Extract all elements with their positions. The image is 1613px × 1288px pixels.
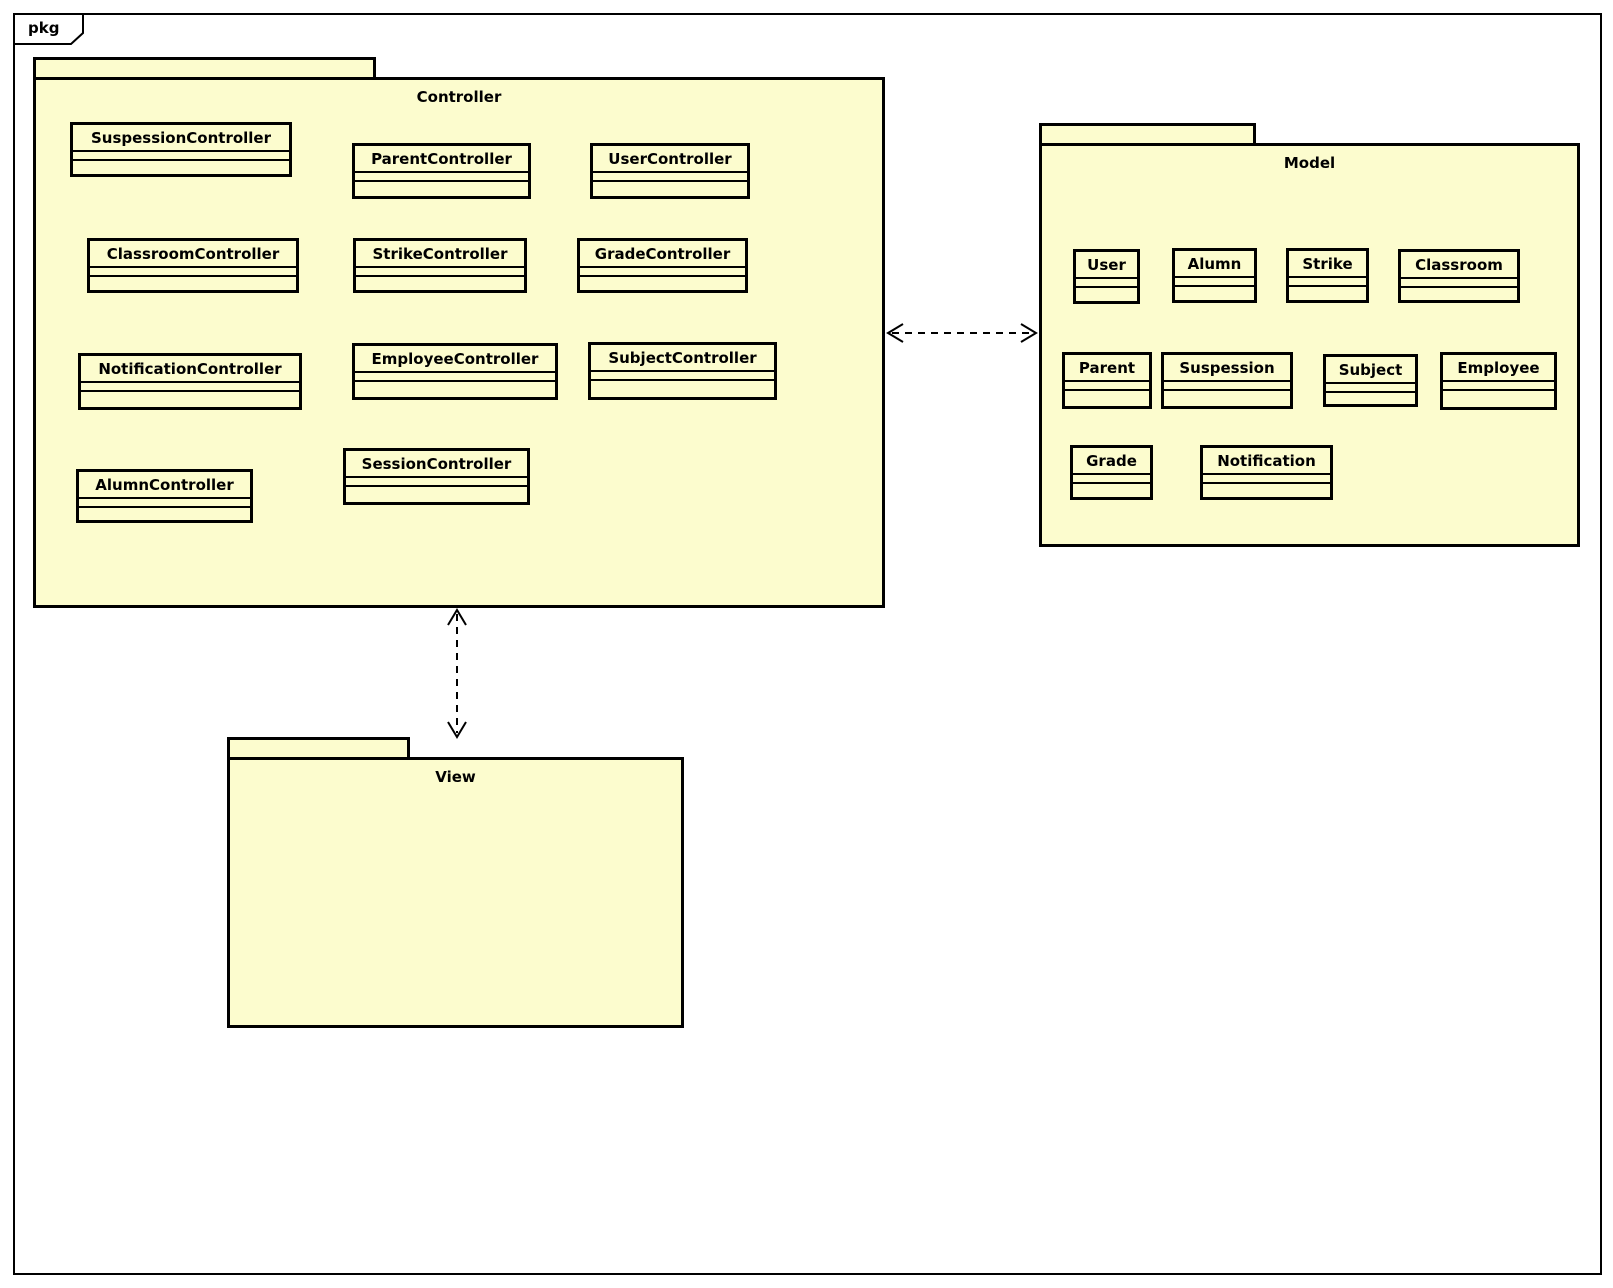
attributes-compartment (1175, 278, 1254, 287)
attributes-compartment (1326, 384, 1415, 393)
class-suspession-controller: SuspessionController (70, 122, 292, 177)
methods-compartment (1065, 391, 1149, 406)
frame-label-tab: pkg (13, 13, 85, 46)
class-alumn-controller: AlumnController (76, 469, 253, 523)
controller-package-title: Controller (416, 88, 502, 106)
class-name: SubjectController (591, 345, 774, 372)
class-parent-controller: ParentController (352, 143, 531, 199)
class-alumn: Alumn (1172, 248, 1257, 303)
methods-compartment (591, 381, 774, 397)
model-package-tab (1039, 123, 1256, 143)
attributes-compartment (73, 152, 289, 161)
methods-compartment (73, 161, 289, 174)
attributes-compartment (346, 478, 527, 487)
class-name: AlumnController (79, 472, 250, 499)
view-package: View (227, 757, 684, 1028)
class-name: StrikeController (356, 241, 524, 268)
class-notification-controller: NotificationController (78, 353, 302, 410)
attributes-compartment (1073, 475, 1150, 484)
attributes-compartment (355, 373, 555, 382)
view-package-tab (227, 737, 410, 757)
methods-compartment (346, 487, 527, 502)
attributes-compartment (1065, 382, 1149, 391)
class-parent: Parent (1062, 352, 1152, 409)
class-name: Strike (1289, 251, 1366, 278)
attributes-compartment (1164, 382, 1290, 391)
class-name: ClassroomController (90, 241, 296, 268)
frame-label-pentagon-icon (13, 13, 84, 45)
class-name: User (1076, 252, 1137, 279)
attributes-compartment (355, 173, 528, 182)
class-notification: Notification (1200, 445, 1333, 500)
class-name: Alumn (1175, 251, 1254, 278)
attributes-compartment (356, 268, 524, 277)
class-name: Notification (1203, 448, 1330, 475)
class-name: SuspessionController (73, 125, 289, 152)
class-classroom: Classroom (1398, 249, 1520, 303)
attributes-compartment (591, 372, 774, 381)
controller-package-tab (33, 57, 376, 77)
class-user: User (1073, 249, 1140, 304)
attributes-compartment (1289, 278, 1366, 287)
frame-label-text: pkg (28, 19, 60, 37)
class-name: UserController (593, 146, 747, 173)
class-subject: Subject (1323, 354, 1418, 407)
methods-compartment (1289, 287, 1366, 300)
attributes-compartment (81, 383, 299, 392)
methods-compartment (355, 382, 555, 397)
attributes-compartment (1076, 279, 1137, 288)
model-package-title: Model (1283, 154, 1336, 172)
class-subject-controller: SubjectController (588, 342, 777, 400)
methods-compartment (1203, 484, 1330, 497)
attributes-compartment (1203, 475, 1330, 484)
class-name: Suspession (1164, 355, 1290, 382)
attributes-compartment (1401, 279, 1517, 288)
class-strike-controller: StrikeController (353, 238, 527, 293)
class-employee-controller: EmployeeController (352, 343, 558, 400)
class-name: SessionController (346, 451, 527, 478)
class-grade: Grade (1070, 445, 1153, 500)
class-name: NotificationController (81, 356, 299, 383)
class-classroom-controller: ClassroomController (87, 238, 299, 293)
methods-compartment (1401, 288, 1517, 300)
methods-compartment (90, 277, 296, 290)
methods-compartment (580, 277, 745, 290)
methods-compartment (1175, 287, 1254, 300)
model-package: Model User Alumn Strike Classroom Parent (1039, 143, 1580, 547)
methods-compartment (81, 392, 299, 407)
class-name: Employee (1443, 355, 1554, 382)
methods-compartment (1443, 391, 1554, 407)
attributes-compartment (79, 499, 250, 508)
class-name: GradeController (580, 241, 745, 268)
class-name: Subject (1326, 357, 1415, 384)
class-grade-controller: GradeController (577, 238, 748, 293)
class-name: Grade (1073, 448, 1150, 475)
controller-package: Controller SuspessionController ParentCo… (33, 77, 885, 608)
methods-compartment (79, 508, 250, 520)
class-name: ParentController (355, 146, 528, 173)
view-package-title: View (435, 768, 476, 786)
class-user-controller: UserController (590, 143, 750, 199)
attributes-compartment (580, 268, 745, 277)
attributes-compartment (1443, 382, 1554, 391)
class-employee: Employee (1440, 352, 1557, 410)
class-name: EmployeeController (355, 346, 555, 373)
methods-compartment (1073, 484, 1150, 497)
class-session-controller: SessionController (343, 448, 530, 505)
diagram-frame (13, 13, 1602, 1275)
class-strike: Strike (1286, 248, 1369, 303)
methods-compartment (355, 182, 528, 196)
class-suspession: Suspession (1161, 352, 1293, 409)
methods-compartment (1326, 393, 1415, 404)
methods-compartment (356, 277, 524, 290)
methods-compartment (593, 182, 747, 196)
methods-compartment (1164, 391, 1290, 406)
class-name: Classroom (1401, 252, 1517, 279)
attributes-compartment (593, 173, 747, 182)
class-name: Parent (1065, 355, 1149, 382)
attributes-compartment (90, 268, 296, 277)
methods-compartment (1076, 288, 1137, 301)
